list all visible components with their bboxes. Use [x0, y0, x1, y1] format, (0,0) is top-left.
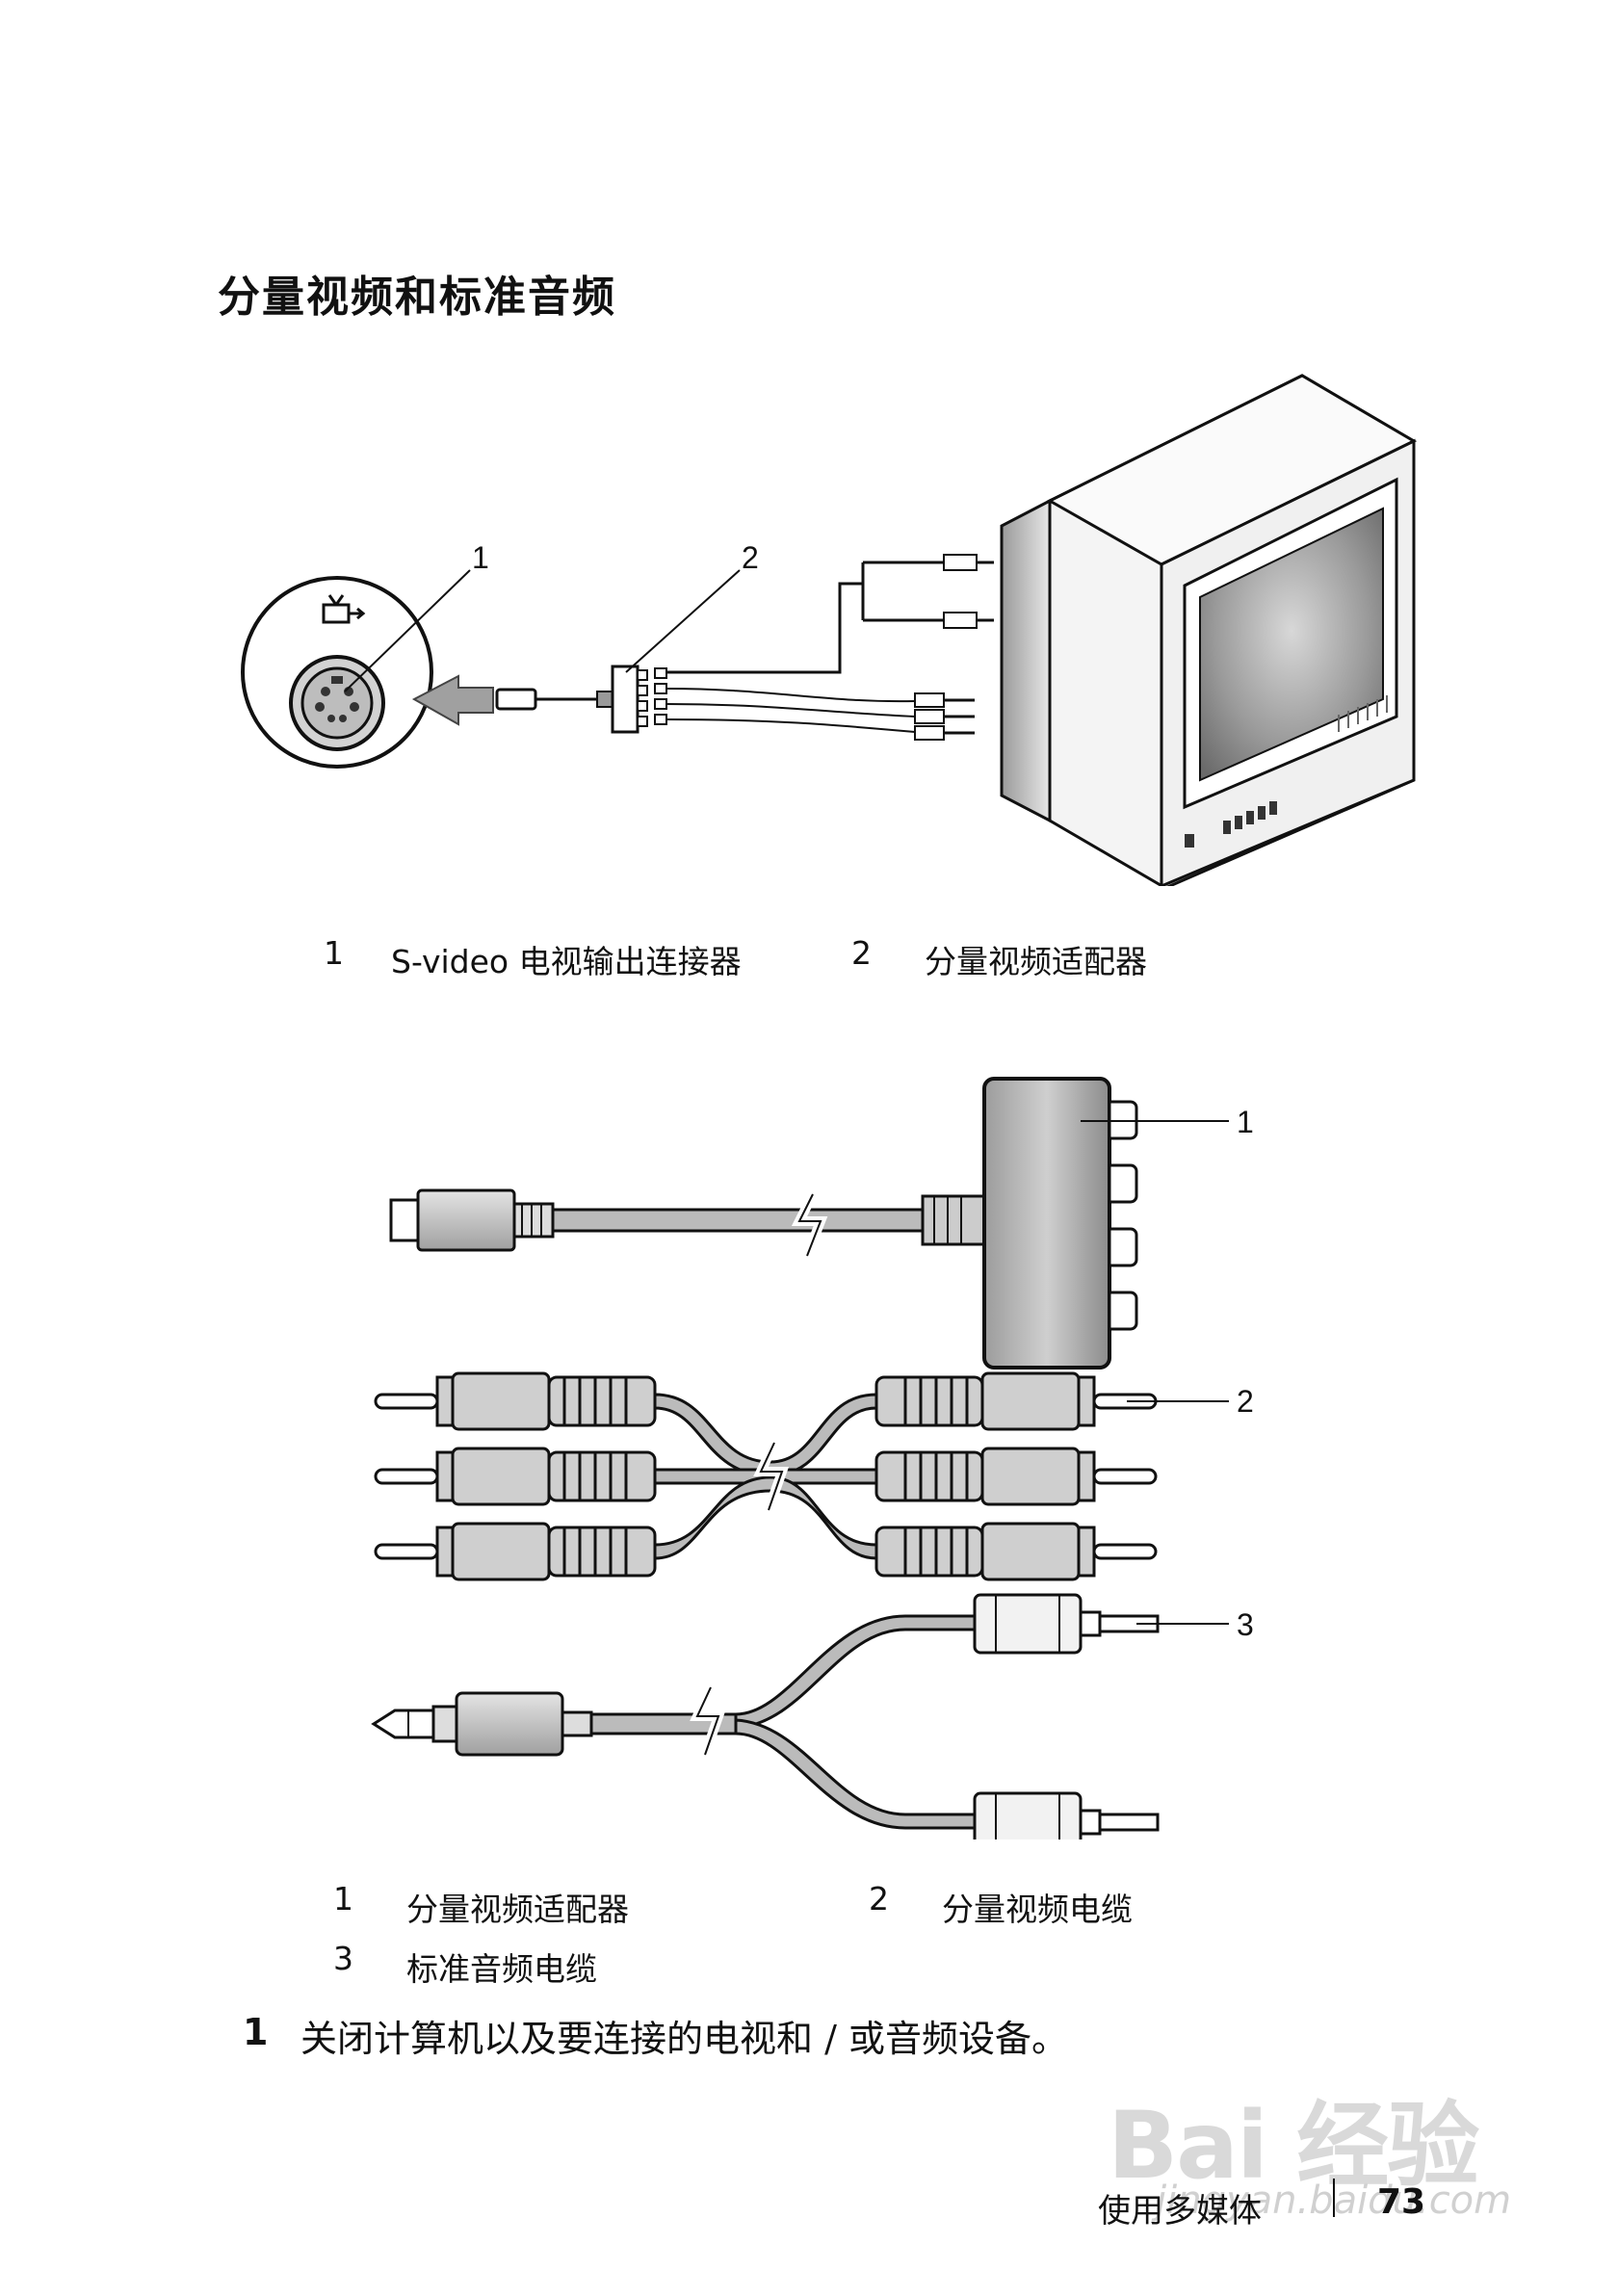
fig1-caption-1-num: 1	[324, 934, 344, 972]
fig2-caption-3-text: 标准音频电缆	[406, 1950, 597, 1988]
baidu-watermark-logo: Bai 经验	[1108, 2092, 1479, 2200]
fig1-caption-2-text: 分量视频适配器	[925, 943, 1147, 980]
footer-section-name: 使用多媒体	[1098, 2192, 1262, 2231]
figure-2-cables-diagram: 1 2 3	[371, 1077, 1254, 1839]
fig2-callout-2: 2	[1237, 1384, 1254, 1419]
tv-out-icon	[322, 594, 366, 624]
callout-1-leader	[344, 569, 471, 692]
rca-plugs-right	[874, 1371, 1158, 1581]
fig2-callout-1: 1	[1237, 1105, 1254, 1139]
fig1-caption-2-num: 2	[851, 934, 872, 972]
fig2-caption-1-text: 分量视频适配器	[406, 1891, 629, 1928]
svideo-port-closeup	[241, 576, 433, 769]
callout-2-leader	[625, 569, 741, 673]
television-illustration	[1000, 374, 1418, 886]
fig2-caption-2-num: 2	[869, 1880, 889, 1918]
figure-1-connection-diagram: 1 2	[241, 374, 1418, 886]
rca-plugs-left	[374, 1371, 657, 1581]
footer-separator	[1333, 2179, 1335, 2217]
callout-2-label: 2	[742, 540, 759, 575]
stereo-audio-cable	[371, 1593, 1229, 1839]
fig2-caption-2-text: 分量视频电缆	[942, 1891, 1133, 1928]
fig1-caption-1-text: S-video 电视输出连接器	[391, 943, 742, 980]
component-adapter-cable	[389, 1077, 1229, 1370]
step-number: 1	[243, 2011, 269, 2053]
callout-1-label: 1	[472, 540, 489, 575]
insert-arrow-icon	[411, 674, 494, 726]
component-adapter	[611, 665, 648, 734]
step-text: 关闭计算机以及要连接的电视和 / 或音频设备。	[300, 2018, 1068, 2060]
fig2-caption-1-num: 1	[333, 1880, 353, 1918]
fig2-caption-3-num: 3	[333, 1940, 353, 1977]
page-number: 73	[1377, 2182, 1426, 2222]
component-video-cable	[374, 1371, 1229, 1581]
section-title: 分量视频和标准音频	[218, 273, 616, 322]
fig2-callout-3: 3	[1237, 1607, 1254, 1642]
